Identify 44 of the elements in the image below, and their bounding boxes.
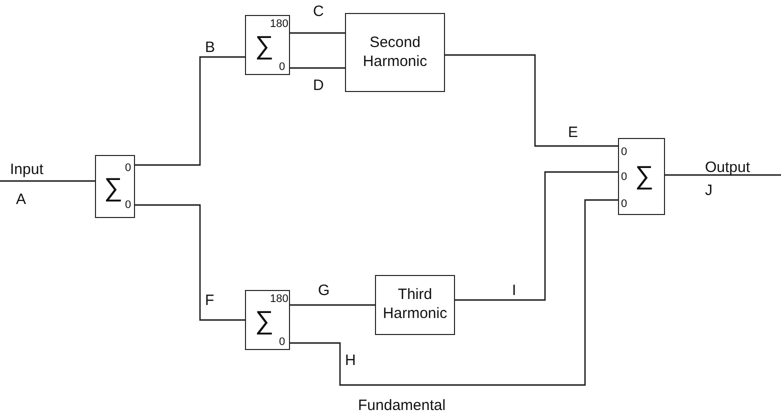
connector-line	[290, 199, 618, 386]
connector-line	[290, 67, 345, 69]
sigma-symbol: ∑	[255, 32, 274, 58]
port-label: 180	[270, 19, 288, 30]
signal-label: I	[512, 283, 516, 298]
sigma-symbol: ∑	[255, 307, 274, 333]
port-label: 0	[125, 163, 132, 174]
signal-label: H	[345, 353, 356, 368]
signal-label: A	[16, 192, 26, 207]
process-box	[375, 275, 455, 335]
connector-line	[290, 304, 375, 306]
port-label: 0	[621, 147, 628, 158]
port-label: 180	[270, 294, 288, 305]
signal-label: Output	[705, 160, 750, 175]
connector-line	[445, 54, 618, 147]
connector-line	[290, 32, 345, 34]
signal-label: Fundamental	[358, 398, 446, 413]
port-label: 0	[125, 200, 132, 211]
port-label: 0	[621, 199, 628, 210]
summing-block	[245, 15, 290, 75]
signal-label: J	[705, 183, 712, 198]
connector-line	[665, 174, 781, 176]
process-box	[345, 13, 445, 92]
port-label: 0	[279, 337, 286, 348]
signal-label: D	[313, 78, 324, 93]
connector-line	[135, 56, 245, 166]
signal-label: Input	[10, 162, 44, 177]
signal-label: B	[205, 40, 216, 55]
port-label: 0	[621, 172, 628, 183]
signal-label: G	[318, 283, 330, 298]
block-label: Second Harmonic	[362, 34, 428, 72]
signal-label: E	[568, 125, 578, 140]
sigma-symbol: ∑	[635, 162, 654, 188]
port-label: 0	[279, 62, 286, 73]
signal-label: F	[205, 293, 214, 308]
signal-label: C	[313, 4, 324, 19]
summing-block	[245, 290, 290, 350]
summing-block	[618, 138, 665, 215]
connector-line	[135, 204, 245, 321]
sigma-symbol: ∑	[104, 174, 123, 200]
summing-block	[95, 155, 135, 218]
block-label: Third Harmonic	[382, 286, 448, 324]
connector-line	[0, 180, 95, 182]
connector-line	[455, 171, 618, 301]
